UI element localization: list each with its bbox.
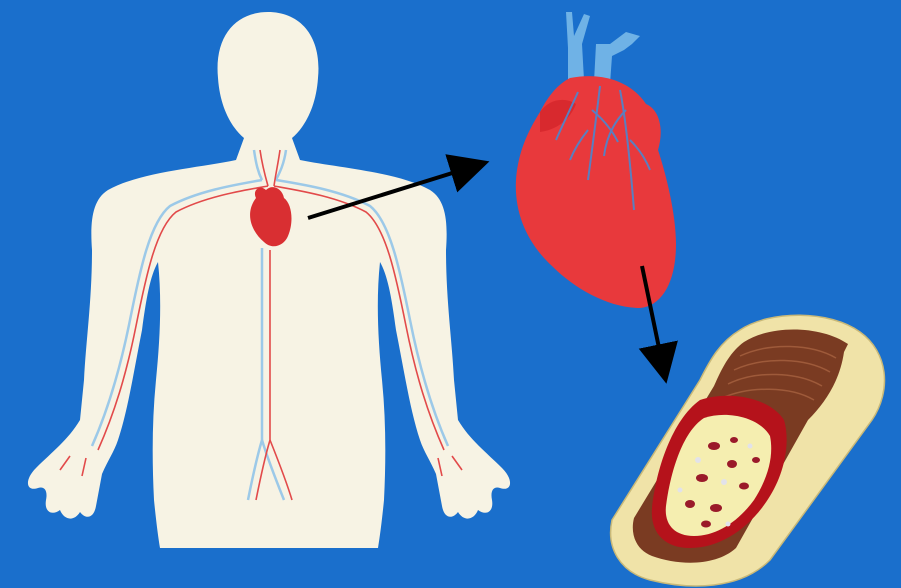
heart-body bbox=[516, 76, 676, 308]
human-body-figure bbox=[28, 12, 510, 548]
heart-vessels bbox=[566, 12, 640, 84]
artery-cross-section-figure bbox=[611, 315, 885, 586]
body-silhouette bbox=[28, 12, 510, 548]
anatomical-heart-figure bbox=[516, 12, 676, 308]
